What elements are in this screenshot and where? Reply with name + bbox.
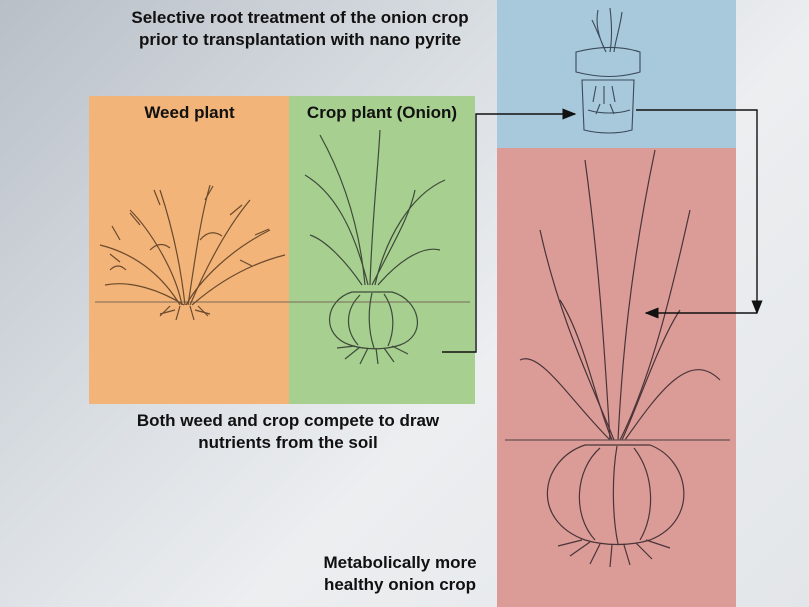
crop-label: Crop plant (Onion) [306,103,458,122]
arrow-crop-to-treatment [442,108,577,353]
compete-caption-line-1: Both weed and crop compete to draw [136,411,440,430]
result-panel [497,148,736,607]
healthy-onion-sketch [505,149,730,568]
result-caption-line-1: Metabolically more [323,553,477,572]
weed-sketch [99,184,286,321]
weed-panel [89,96,290,404]
treatment-sketch [575,7,641,134]
top-caption-line-1: Selective root treatment of the onion cr… [131,8,469,27]
top-caption: Selective root treatment of the onion cr… [80,7,520,51]
compete-caption-line-2: nutrients from the soil [198,433,378,452]
result-caption: Metabolically more healthy onion crop [305,552,495,596]
arrow-treatment-to-field [636,109,763,315]
result-caption-line-2: healthy onion crop [323,575,477,594]
weed-label: Weed plant [144,103,235,122]
treatment-panel [497,0,736,148]
compete-caption: Both weed and crop compete to draw nutri… [88,410,488,454]
onion-crop-sketch [304,129,446,365]
top-caption-line-2: prior to transplantation with nano pyrit… [138,30,462,49]
